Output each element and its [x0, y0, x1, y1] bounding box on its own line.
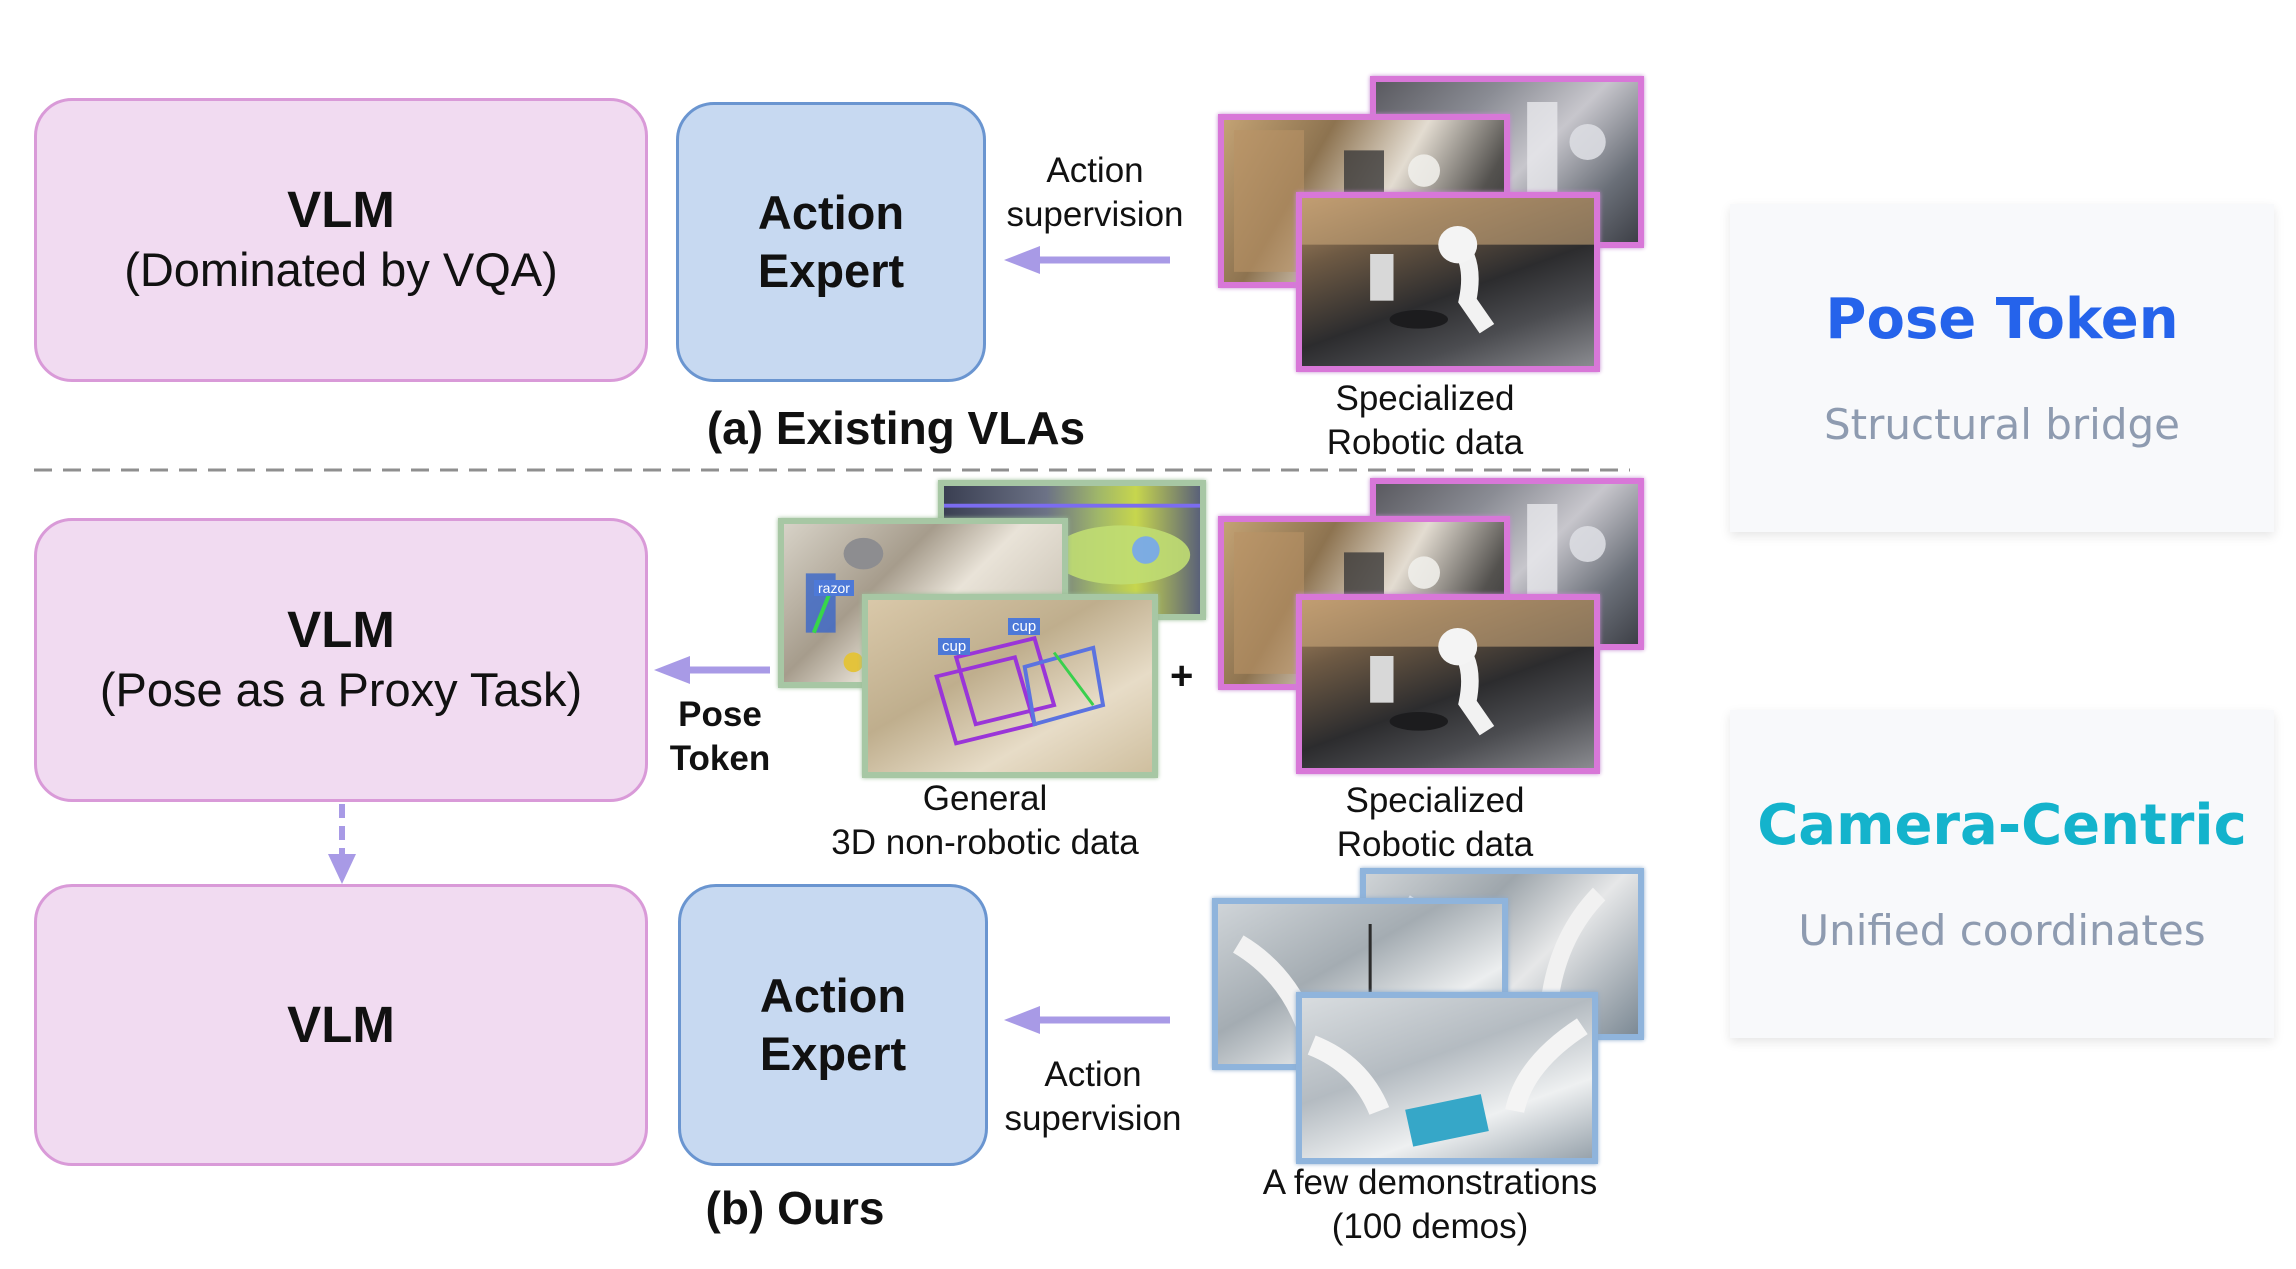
- pose-token-label: Pose Token: [669, 695, 771, 778]
- expert-title-line2: Expert: [757, 244, 905, 297]
- camera-centric-card-title: Camera-Centric: [1757, 793, 2247, 858]
- pose-token-card-subtitle: Structural bridge: [1824, 400, 2180, 449]
- vlm-title: VLM: [287, 181, 395, 238]
- general-photo-front: cup cup: [862, 594, 1158, 778]
- specialized-data-label-ours: Specialized Robotic data: [1336, 781, 1534, 864]
- action-supervision-arrow-ours: [1004, 1006, 1170, 1034]
- vlm-box-pose-proxy: VLM (Pose as a Proxy Task): [34, 518, 648, 802]
- robot-photo-front-b: [1296, 594, 1600, 774]
- vlm-subtitle: (Dominated by VQA): [124, 243, 558, 296]
- general-data-label: General 3D non-robotic data: [831, 779, 1139, 862]
- vlm-box-existing: VLM (Dominated by VQA): [34, 98, 648, 382]
- expert-title-line2: Expert: [759, 1027, 907, 1080]
- plus-sign: +: [1170, 654, 1194, 698]
- action-supervision-arrow-existing: [1004, 246, 1170, 274]
- demo-photo-front: [1296, 992, 1598, 1164]
- section-divider: [34, 468, 1630, 472]
- demonstrations-label: A few demonstrations (100 demos): [1262, 1163, 1598, 1246]
- camera-centric-card-subtitle: Unified coordinates: [1798, 906, 2206, 955]
- vlm-box-final: VLM: [34, 884, 648, 1166]
- vlm-transfer-arrow: [328, 804, 356, 884]
- pose-token-card: Pose Token Structural bridge: [1730, 204, 2274, 532]
- action-supervision-label-ours: Action supervision: [1004, 1055, 1182, 1138]
- vlm-title: VLM: [287, 996, 395, 1053]
- vlm-subtitle: (Pose as a Proxy Task): [99, 663, 583, 716]
- action-expert-box-ours: Action Expert: [678, 884, 988, 1166]
- expert-title-line1: Action: [759, 969, 907, 1022]
- vlm-title: VLM: [287, 601, 395, 658]
- photo-tag-cup-2: cup: [1008, 618, 1041, 635]
- expert-title-line1: Action: [757, 186, 905, 239]
- specialized-data-label-existing: Specialized Robotic data: [1326, 379, 1524, 462]
- pose-token-arrow: [654, 656, 770, 684]
- photo-tag-cup-1: cup: [938, 638, 971, 655]
- robot-photo-front: [1296, 192, 1600, 372]
- action-expert-box-existing: Action Expert: [676, 102, 986, 382]
- photo-tag-razor: razor: [814, 580, 854, 596]
- caption-existing-vlas: (a) Existing VLAs: [706, 402, 1086, 454]
- camera-centric-card: Camera-Centric Unified coordinates: [1730, 710, 2274, 1038]
- action-supervision-label-existing: Action supervision: [1006, 151, 1184, 234]
- caption-ours: (b) Ours: [705, 1182, 885, 1234]
- pose-token-card-title: Pose Token: [1825, 287, 2179, 352]
